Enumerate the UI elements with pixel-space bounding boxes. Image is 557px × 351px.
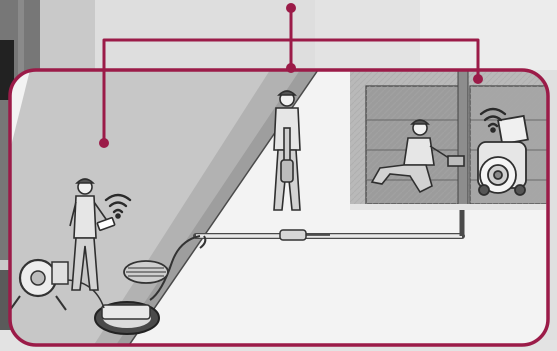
scene: [0, 60, 557, 351]
inspection-camera-head: [280, 230, 306, 240]
manhole-cover-icon: [124, 261, 168, 283]
open-manhole: [95, 302, 159, 334]
